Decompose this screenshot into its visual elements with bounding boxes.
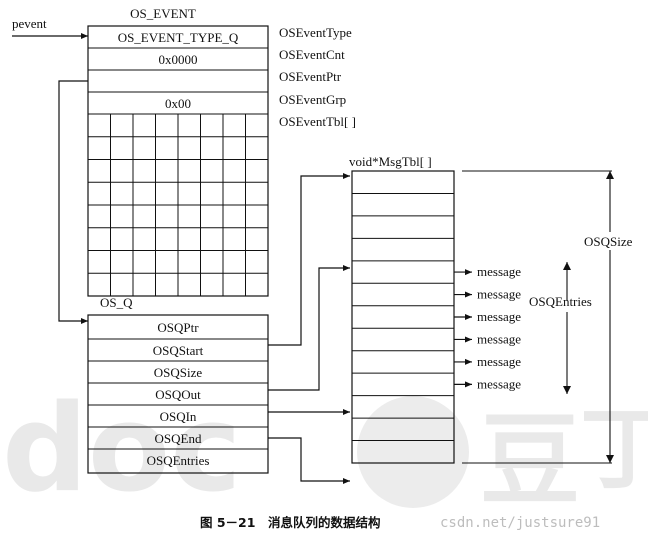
os-q-structure: OS_Q OSQPtr OSQStart OSQSize OSQOut OSQI… [87, 295, 269, 474]
figure-caption: 图 5－21 消息队列的数据结构 [200, 515, 380, 530]
message-entries: message message message message message messa… [454, 264, 521, 391]
osq-entries-label: OSQEntries [529, 294, 592, 309]
message-label: message [477, 264, 521, 279]
msg-tbl-title: void*MsgTbl[ ] [349, 154, 432, 169]
label-os-event-type: OSEventType [279, 25, 352, 40]
os-event-title: OS_EVENT [130, 6, 196, 21]
event-grp-value: 0x00 [165, 96, 191, 111]
osq-end-arrow [268, 437, 350, 484]
message-label: message [477, 309, 521, 324]
event-ptr-to-queue-arrow [58, 80, 88, 324]
watermark-glyph: 豆 [480, 402, 580, 519]
label-os-event-grp: OSEventGrp [279, 92, 346, 107]
message-label: message [477, 287, 521, 302]
osq-start-arrow [268, 173, 350, 346]
field-osq-ptr: OSQPtr [157, 320, 199, 335]
os-event-structure: OS_EVENT OS_EVENT_TYPE_Q 0x0000 0x00 [87, 6, 269, 297]
event-type-value: OS_EVENT_TYPE_Q [118, 30, 239, 45]
queue-pointer-arrows [268, 173, 350, 484]
msg-tbl-slots [352, 192, 454, 442]
field-osq-in: OSQIn [160, 409, 197, 424]
osq-size-bracket: OSQSize [462, 170, 633, 464]
message-label: message [477, 331, 521, 346]
label-os-event-cnt: OSEventCnt [279, 47, 345, 62]
field-osq-end: OSQEnd [155, 431, 202, 446]
osq-entries-bracket: OSQEntries [529, 262, 592, 394]
pevent-label: pevent [12, 16, 47, 31]
os-event-field-labels: OSEventType OSEventCnt OSEventPtr OSEven… [279, 25, 356, 129]
watermark-glyph-2: 丁 [580, 397, 648, 502]
field-osq-size: OSQSize [154, 365, 203, 380]
watermark-circle [357, 396, 469, 508]
event-table-grid [88, 114, 268, 296]
message-label: message [477, 354, 521, 369]
field-osq-entries: OSQEntries [147, 453, 210, 468]
osq-out-arrow [268, 265, 350, 391]
watermark-url: csdn.net/justsure91 [440, 515, 600, 531]
os-q-box [87, 314, 269, 474]
message-label: message [477, 376, 521, 391]
event-cnt-value: 0x0000 [159, 52, 198, 67]
field-osq-out: OSQOut [155, 387, 201, 402]
osq-size-label: OSQSize [584, 234, 633, 249]
label-os-event-tbl: OSEventTbl[ ] [279, 114, 356, 129]
os-q-title: OS_Q [100, 295, 133, 310]
field-osq-start: OSQStart [153, 343, 204, 358]
label-os-event-ptr: OSEventPtr [279, 69, 342, 84]
